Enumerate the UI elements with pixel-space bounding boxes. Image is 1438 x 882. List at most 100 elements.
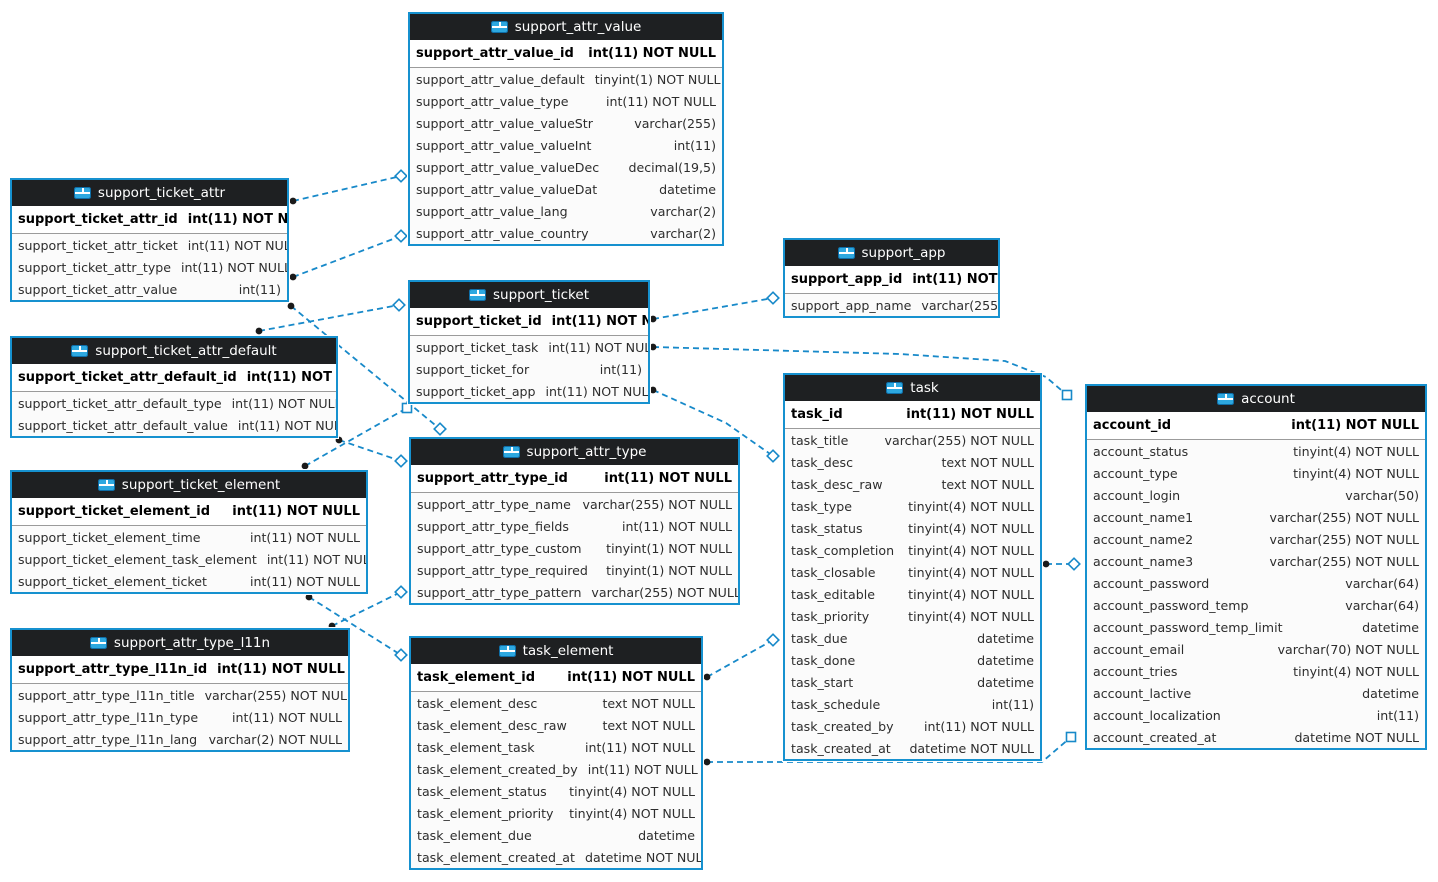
relationship-support_ticket_attr__support_attr_type[interactable] xyxy=(287,302,447,436)
relationship-support_ticket_element__task_element[interactable] xyxy=(305,593,408,662)
table-header[interactable]: task xyxy=(785,375,1040,401)
table-header[interactable]: support_ticket_element xyxy=(12,472,366,498)
relationship-support_ticket__task[interactable] xyxy=(649,386,780,463)
relationship-support_ticket_attr_default__support_ticket[interactable] xyxy=(255,298,406,335)
relationship-line[interactable] xyxy=(338,439,402,462)
relationship-task__account[interactable] xyxy=(1042,557,1081,571)
table-header[interactable]: task_element xyxy=(411,638,701,664)
relationship-line[interactable] xyxy=(652,389,774,457)
relationship-task_element__task[interactable] xyxy=(703,633,780,681)
table-header[interactable]: support_ticket_attr_default xyxy=(12,338,336,364)
relationship-support_ticket_attr_default__support_attr_type[interactable] xyxy=(335,436,408,468)
table-support_ticket_element[interactable]: support_ticket_element support_ticket_ele… xyxy=(10,470,368,594)
table-header[interactable]: account xyxy=(1087,386,1425,412)
relationship-support_ticket__account[interactable] xyxy=(649,343,1073,401)
relationship-support_ticket__support_app[interactable] xyxy=(649,291,780,323)
table-header[interactable]: support_ticket xyxy=(410,282,648,308)
table-header[interactable]: support_attr_type xyxy=(411,439,738,465)
relationship-support_ticket_attr__support_attr_value[interactable] xyxy=(289,169,408,205)
relationship-task_element__account[interactable] xyxy=(703,731,1077,766)
table-header[interactable]: support_attr_value xyxy=(410,14,722,40)
relationship-line[interactable] xyxy=(707,736,1072,763)
relationship-line[interactable] xyxy=(706,639,774,678)
relationship-support_ticket_element__support_ticket[interactable] xyxy=(301,402,413,470)
relationship-line[interactable] xyxy=(308,596,402,656)
table-header[interactable]: support_app xyxy=(785,240,998,266)
relationship-support_ticket_attr__support_attr_value_2[interactable] xyxy=(289,229,408,281)
relationship-line[interactable] xyxy=(652,297,774,320)
